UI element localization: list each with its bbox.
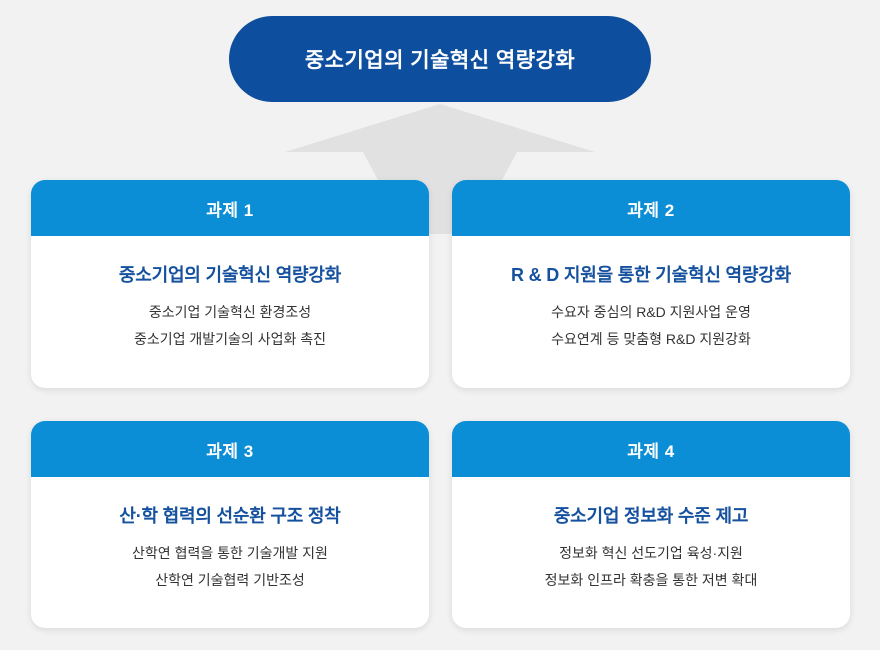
task-card-1-header: 과제 1: [31, 180, 429, 236]
task-card-3-lines: 산학연 협력을 통한 기술개발 지원 산학연 기술협력 기반조성: [132, 542, 328, 591]
task-card-4-header-label: 과제 4: [627, 441, 675, 461]
task-card-1-header-label: 과제 1: [206, 200, 254, 220]
upward-arrow-icon: [285, 104, 595, 234]
task-card-2-body: R & D 지원을 통한 기술혁신 역량강화 수요자 중심의 R&D 지원사업 …: [452, 236, 850, 350]
task-card-1-lines: 중소기업 기술혁신 환경조성 중소기업 개발기술의 사업화 촉진: [134, 301, 326, 350]
task-card-4-line-2: 정보화 인프라 확충을 통한 저변 확대: [544, 572, 758, 588]
task-card-2-header: 과제 2: [452, 180, 850, 236]
task-card-3-title: 산·학 협력의 선순환 구조 정착: [119, 506, 341, 526]
task-card-4-line-1: 정보화 혁신 선도기업 육성·지원: [559, 545, 743, 561]
task-card-3-line-1: 산학연 협력을 통한 기술개발 지원: [132, 545, 328, 561]
task-card-1[interactable]: 과제 1 중소기업의 기술혁신 역량강화 중소기업 기술혁신 환경조성 중소기업…: [31, 180, 429, 388]
task-card-1-line-2: 중소기업 개발기술의 사업화 촉진: [134, 331, 326, 347]
task-card-1-line-1: 중소기업 기술혁신 환경조성: [148, 304, 312, 320]
task-card-3-line-2: 산학연 기술협력 기반조성: [155, 572, 305, 588]
task-card-2-header-label: 과제 2: [627, 200, 675, 220]
task-card-2[interactable]: 과제 2 R & D 지원을 통한 기술혁신 역량강화 수요자 중심의 R&D …: [452, 180, 850, 388]
task-card-4-header: 과제 4: [452, 421, 850, 477]
task-card-4-lines: 정보화 혁신 선도기업 육성·지원 정보화 인프라 확충을 통한 저변 확대: [545, 542, 758, 591]
task-card-1-body: 중소기업의 기술혁신 역량강화 중소기업 기술혁신 환경조성 중소기업 개발기술…: [31, 236, 429, 350]
task-card-3-header: 과제 3: [31, 421, 429, 477]
task-card-4-body: 중소기업 정보화 수준 제고 정보화 혁신 선도기업 육성·지원 정보화 인프라…: [452, 477, 850, 591]
goal-banner: 중소기업의 기술혁신 역량강화: [229, 16, 651, 102]
task-card-3-header-label: 과제 3: [206, 441, 254, 461]
task-card-2-title: R & D 지원을 통한 기술혁신 역량강화: [511, 265, 791, 285]
task-card-2-lines: 수요자 중심의 R&D 지원사업 운영 수요연계 등 맞춤형 R&D 지원강화: [551, 301, 751, 350]
task-card-2-line-1: 수요자 중심의 R&D 지원사업 운영: [551, 304, 751, 320]
task-card-4-title: 중소기업 정보화 수준 제고: [553, 506, 749, 526]
goal-banner-label: 중소기업의 기술혁신 역량강화: [304, 49, 576, 72]
task-card-2-line-2: 수요연계 등 맞춤형 R&D 지원강화: [551, 331, 751, 347]
task-card-1-title: 중소기업의 기술혁신 역량강화: [118, 265, 342, 285]
task-card-4[interactable]: 과제 4 중소기업 정보화 수준 제고 정보화 혁신 선도기업 육성·지원 정보…: [452, 421, 850, 628]
task-card-3-body: 산·학 협력의 선순환 구조 정착 산학연 협력을 통한 기술개발 지원 산학연…: [31, 477, 429, 591]
task-card-3[interactable]: 과제 3 산·학 협력의 선순환 구조 정착 산학연 협력을 통한 기술개발 지…: [31, 421, 429, 628]
